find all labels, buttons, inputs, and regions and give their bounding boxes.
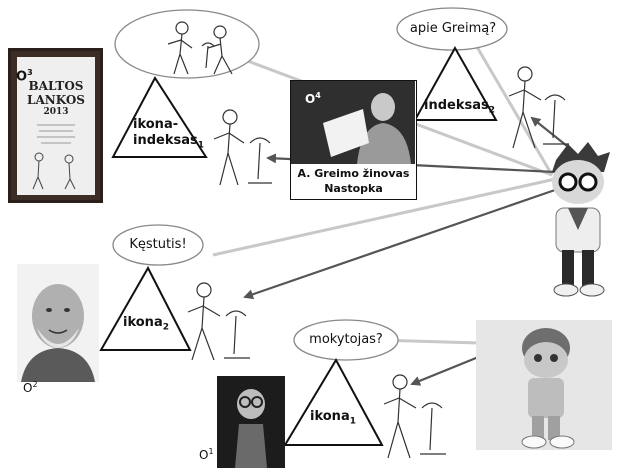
- poster-title-1: BALTOS: [28, 79, 84, 93]
- sketch-teacher-4: [383, 374, 446, 459]
- sketch-teachers-top: [167, 21, 233, 75]
- triangle-ikona1: [283, 357, 384, 446]
- bubble-text-mokytojas: mokytojas?: [309, 332, 383, 347]
- thinking-boy: [552, 142, 610, 297]
- sketch-teacher-2: [508, 66, 569, 149]
- bubble-bottom-middle: [293, 319, 399, 361]
- cartoon-teacher-dark: [217, 376, 285, 468]
- label-indeksas-2: indeksas2: [424, 98, 495, 116]
- photo-nastopka: [291, 81, 415, 164]
- photo-caption-line1: A. Greimo žinovas: [297, 167, 410, 180]
- label-ikona-1: ikona1: [310, 409, 356, 427]
- poster-title-2: LANKOS: [27, 93, 85, 107]
- triangle-indeksas: [413, 45, 498, 121]
- label-o4: O4: [305, 91, 321, 106]
- triangle-ikona-indeksas: [111, 76, 208, 158]
- photo-caption-line2: Nastopka: [324, 182, 383, 195]
- bubble-text-kestutis: Kęstutis!: [129, 237, 187, 252]
- label-o3: O3: [16, 68, 33, 85]
- sketch-teacher-1: [213, 109, 272, 186]
- sketch-teacher-3: [187, 282, 250, 361]
- poster-body: [32, 124, 76, 190]
- poster-baltos-lankos: BALTOS LANKOS 2013: [8, 48, 103, 203]
- label-ikona-indeksas-1: ikona- indeksas1: [133, 117, 204, 151]
- photo-nastopka-frame: O4 A. Greimo žinovas Nastopka: [290, 80, 417, 200]
- bubble-text-apie-greima: apie Greimą?: [409, 21, 497, 36]
- label-ikona-2: ikona2: [123, 315, 169, 333]
- bubble-left-middle: [112, 224, 204, 266]
- bubble-top-right: [396, 7, 508, 51]
- triangles: [99, 45, 498, 446]
- poster-year: 2013: [43, 107, 69, 117]
- cartoon-boy-gray: [476, 320, 612, 450]
- triangle-ikona2: [99, 265, 192, 351]
- label-o2: O2: [23, 380, 38, 395]
- portrait-kestutis: [17, 264, 99, 382]
- label-o1: O1: [199, 447, 214, 462]
